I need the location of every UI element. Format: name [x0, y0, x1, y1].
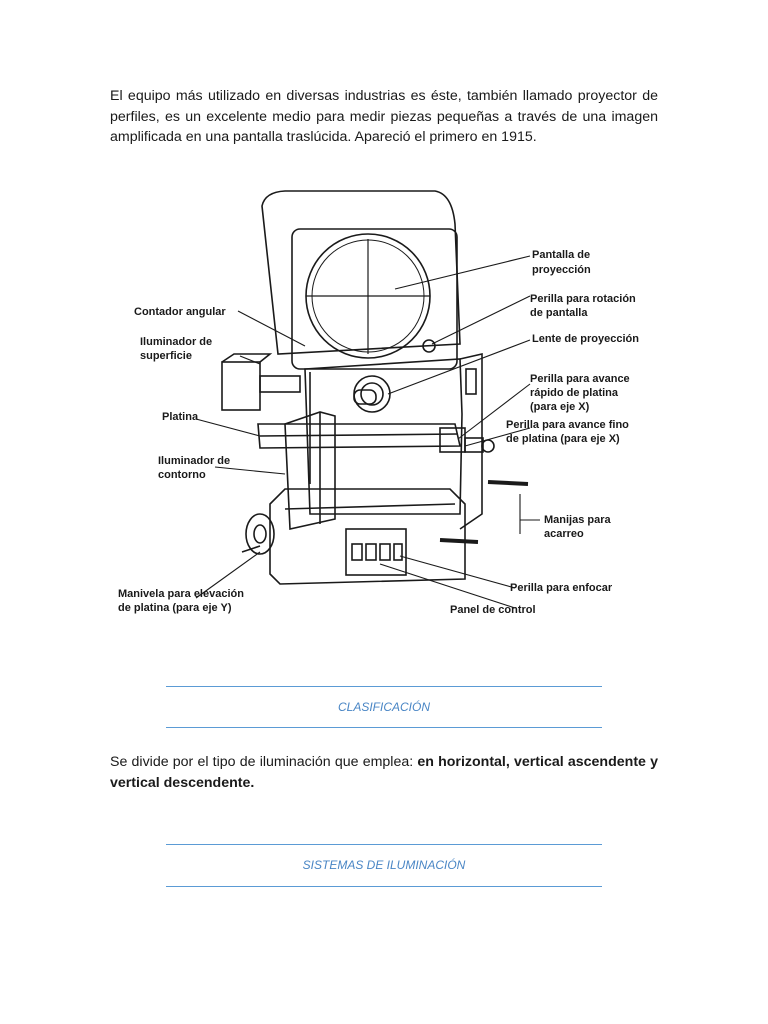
label-enfocar: Perilla para enfocar — [510, 582, 613, 594]
contour-illuminator — [284, 411, 336, 530]
classification-text: Se divide por el tipo de iluminación que… — [110, 754, 418, 770]
label-panel: Panel de control — [450, 604, 536, 616]
label-manivela-2: de platina (para eje Y) — [118, 602, 232, 614]
label-lente: Lente de proyección — [532, 333, 639, 345]
base — [269, 488, 466, 585]
label-pantalla-1: Pantalla de — [532, 249, 590, 261]
projection-lens — [353, 375, 391, 413]
label-pantalla-2: proyección — [532, 264, 591, 276]
label-avance-rapido-2: rápido de platina — [530, 387, 619, 399]
profile-projector-figure: Pantalla de proyección Perilla para rota… — [110, 184, 658, 624]
section-heading-sistemas: SISTEMAS DE ILUMINACIÓN — [166, 844, 602, 887]
label-avance-rapido-3: (para eje X) — [530, 401, 590, 413]
surface-illuminator — [221, 361, 261, 411]
label-iluminador-sup-2: superficie — [140, 350, 192, 362]
label-manijas-2: acarreo — [544, 528, 584, 540]
intro-paragraph: El equipo más utilizado en diversas indu… — [110, 88, 658, 145]
screen-frame — [291, 228, 458, 370]
control-panel-shape — [345, 528, 407, 576]
classification-types: en horizontal, vertical ascendente y ver… — [110, 754, 658, 791]
profile-projector-diagram: Pantalla de proyección Perilla para rota… — [118, 190, 639, 616]
rotation-knob — [422, 339, 436, 353]
stage — [257, 423, 461, 449]
label-contador: Contador angular — [134, 306, 226, 318]
label-iluminador-cont-2: contorno — [158, 469, 206, 481]
section-heading-clasificacion: CLASIFICACIÓN — [166, 686, 602, 728]
label-avance-rapido-1: Perilla para avance — [530, 373, 630, 385]
label-iluminador-cont-1: Iluminador de — [158, 455, 230, 467]
label-avance-fino-2: de platina (para eje X) — [506, 433, 620, 445]
label-perilla-rotacion-2: de pantalla — [530, 307, 588, 319]
label-perilla-rotacion-1: Perilla para rotación — [530, 293, 636, 305]
label-iluminador-sup-1: Iluminador de — [140, 336, 212, 348]
hood-shape — [261, 190, 461, 355]
label-manijas-1: Manijas para — [544, 514, 612, 526]
label-avance-fino-1: Perilla para avance fino — [506, 419, 629, 431]
crank-wheel — [245, 513, 275, 555]
label-platina: Platina — [162, 411, 199, 423]
classification-paragraph: Se divide por el tipo de iluminación que… — [110, 752, 658, 793]
label-manivela-1: Manivela para elevación — [118, 588, 244, 600]
